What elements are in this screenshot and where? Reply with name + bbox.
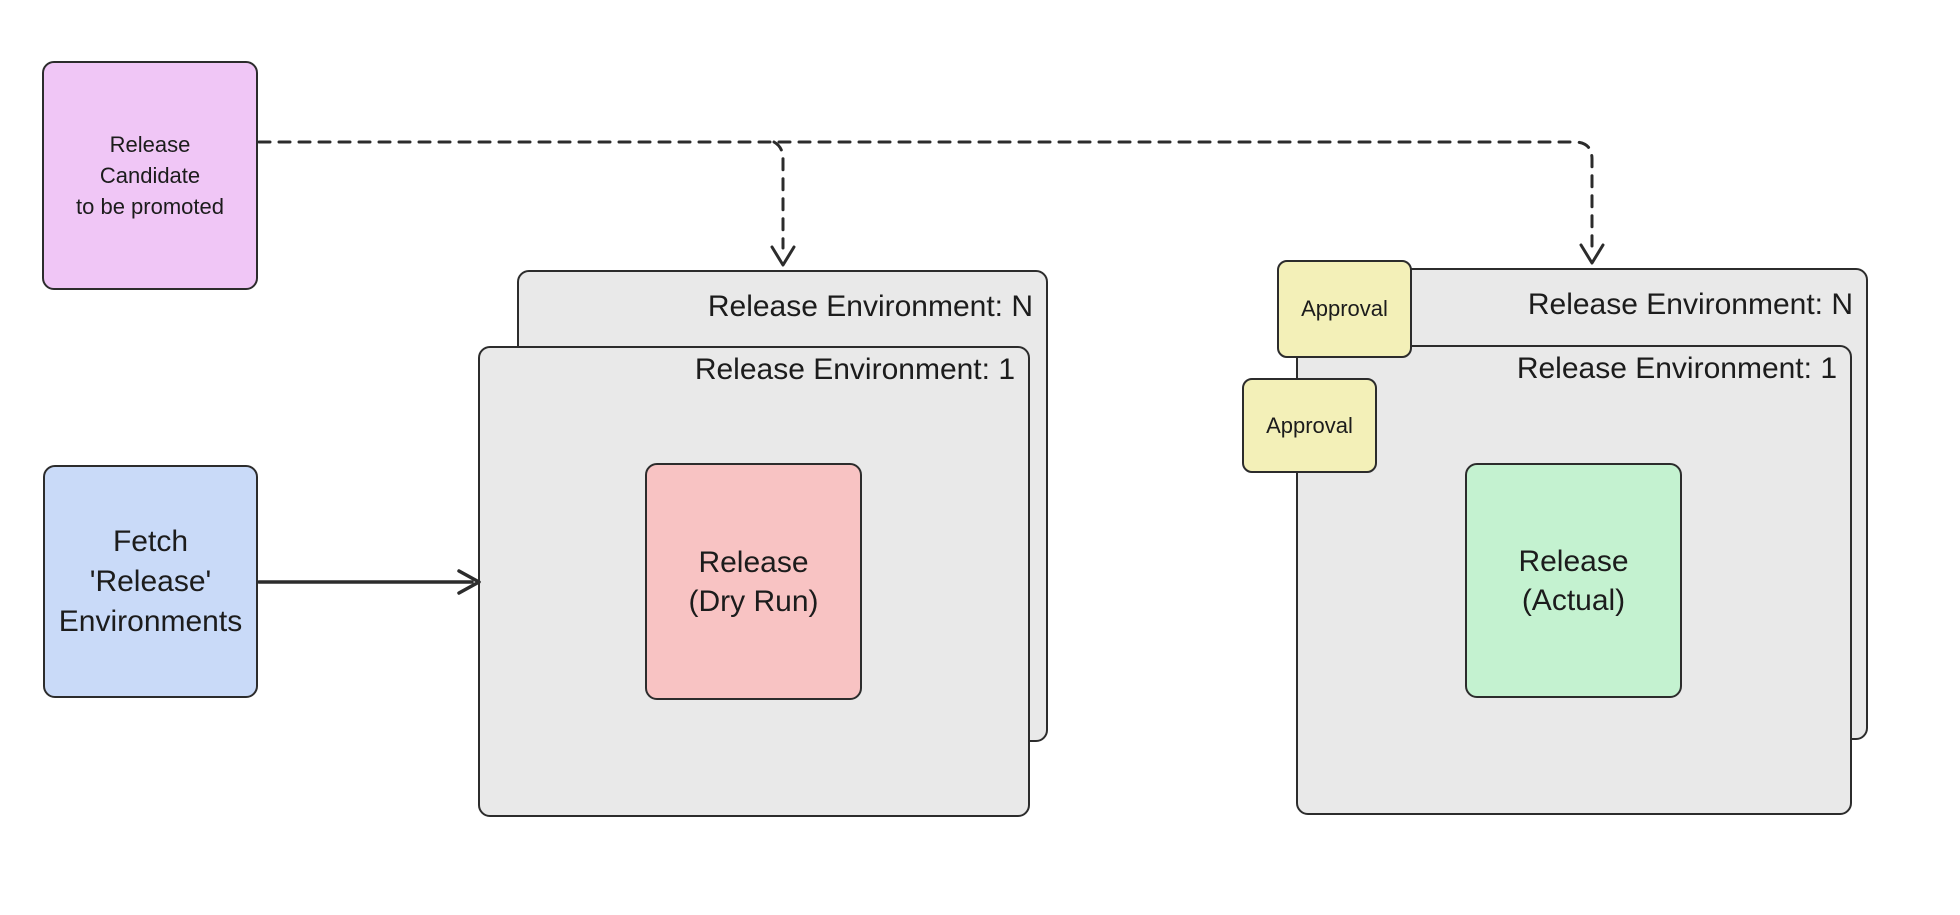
arrowhead-down-dry-run-icon (770, 245, 796, 267)
node-fetch-environments: Fetch 'Release' Environments (43, 465, 258, 698)
arrowhead-right-fetch-icon (457, 569, 481, 595)
dry-run-env-front-label: Release Environment: 1 (694, 353, 1015, 386)
dry-run-env-back-label: Release Environment: N (707, 290, 1033, 323)
actual-env-back-label: Release Environment: N (1527, 288, 1853, 321)
promote-branch-dry-run (772, 140, 785, 250)
node-release-actual: Release (Actual) (1465, 463, 1682, 698)
fetch-environments-line3: Environments (58, 604, 243, 638)
release-actual-line1: Release (1518, 544, 1629, 578)
approval-chip-top: Approval (1277, 260, 1412, 358)
actual-env-front-label: Release Environment: 1 (1516, 352, 1837, 385)
arrowhead-down-actual-icon (1579, 243, 1605, 265)
approval-chip-bottom: Approval (1242, 378, 1377, 473)
node-release-candidate: Release Candidate to be promoted (42, 61, 258, 290)
release-actual-line2: (Actual) (1521, 583, 1626, 617)
approval-chip-bottom-label: Approval (1266, 412, 1353, 438)
fetch-environments-line2: 'Release' (89, 564, 212, 598)
release-candidate-line3: to be promoted (76, 194, 224, 219)
fetch-environments-line1: Fetch (112, 524, 189, 558)
release-candidate-line1: Release (109, 132, 191, 157)
release-candidate-line2: Candidate (99, 163, 201, 188)
release-dry-run-line2: (Dry Run) (688, 584, 819, 618)
release-dry-run-line1: Release (698, 545, 809, 579)
approval-chip-top-label: Approval (1301, 296, 1388, 321)
promote-connector-line (257, 140, 1594, 248)
node-release-dry-run: Release (Dry Run) (645, 463, 862, 700)
